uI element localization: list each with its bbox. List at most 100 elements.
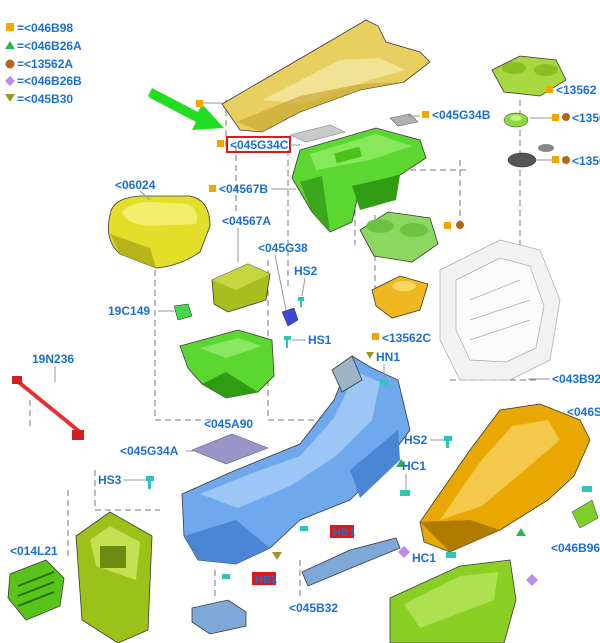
marker-triangle-icon	[516, 528, 526, 536]
cupholder-mat	[507, 144, 554, 168]
label-HS2-lower[interactable]: HS2	[404, 433, 428, 447]
rear-panel-014L21	[75, 511, 153, 643]
label-HS1[interactable]: HS1	[308, 333, 332, 347]
legend-item-046B26B: =<046B26B	[17, 74, 82, 88]
label-046S[interactable]: <046S	[567, 405, 600, 419]
screw-HS2-lower-icon	[444, 436, 452, 448]
label-043B92: <043B92	[552, 372, 600, 386]
label-046B96[interactable]: <046B96	[551, 541, 600, 555]
callout-04567B[interactable]: <04567B	[209, 182, 296, 196]
marker-triangle-down-icon	[272, 552, 282, 560]
marker-square-icon	[372, 333, 379, 340]
label-045G34C: <045G34C	[230, 138, 289, 152]
nut-HN1-icon	[380, 380, 388, 385]
label-HS2-upper[interactable]: HS2	[294, 264, 318, 278]
legend-item-046B98: =<046B98	[17, 21, 73, 35]
legend-triangle-down-icon	[5, 94, 15, 102]
callout-HB1-a[interactable]: HB1	[300, 525, 355, 539]
lower-panel-green	[389, 559, 517, 643]
legend-item-045B30: =<045B30	[17, 92, 73, 106]
label-04567B: <04567B	[219, 182, 268, 196]
label-HB1-b: HB1	[255, 574, 277, 586]
pad-045G34A	[191, 433, 269, 465]
clip-HC1-upper-icon	[400, 490, 410, 496]
screw-HS3-icon	[146, 476, 154, 489]
marker-triangle-down-icon	[366, 352, 374, 359]
callout-13562-top[interactable]: <13562	[546, 83, 597, 97]
pad-045G34B	[389, 113, 419, 127]
label-045G34B: <045G34B	[432, 108, 491, 122]
label-HN1[interactable]: HN1	[376, 350, 400, 364]
marker-diamond-icon	[526, 574, 538, 586]
callout-1356-mid[interactable]: <1356	[530, 111, 600, 125]
legend-square-icon	[6, 23, 14, 31]
marker-square-icon	[196, 100, 203, 107]
marker-diamond-icon	[398, 546, 410, 558]
marker-square-icon	[444, 222, 451, 229]
marker-square-icon	[546, 86, 553, 93]
label-13562C: <13562C	[382, 331, 431, 345]
label-1356-mid: <1356	[572, 111, 600, 125]
vent-014L21	[7, 559, 65, 621]
label-045G34A[interactable]: <045G34A	[120, 444, 179, 458]
marker-triangle-icon	[396, 459, 406, 467]
red-cable-19N236	[12, 376, 84, 440]
label-04567A[interactable]: <04567A	[222, 214, 271, 228]
pad-045G34C	[289, 124, 346, 143]
marker-circle-icon	[562, 156, 570, 164]
cover-046B96	[571, 499, 599, 529]
legend: =<046B98 =<046B26A =<13562A =<046B26B =<…	[5, 21, 82, 106]
bolt-HB1-icon	[222, 574, 230, 579]
callout-043B92[interactable]: <043B92	[528, 372, 600, 386]
screw-HS2-upper-icon	[298, 297, 304, 307]
storage-bin	[211, 263, 271, 313]
label-HC1-lower[interactable]: HC1	[412, 551, 436, 565]
clip-HC1-lower-icon	[446, 552, 456, 558]
clip-side-icon	[582, 486, 592, 492]
cupholder-ring	[503, 112, 529, 128]
marker-square-icon	[552, 156, 559, 163]
console-bracket-045A90	[179, 329, 275, 399]
cupholder-green	[359, 211, 439, 263]
callout-045G34C[interactable]: <045G34C	[217, 136, 300, 153]
mount-bracket-bottom	[191, 599, 247, 635]
label-19C149[interactable]: 19C149	[108, 304, 150, 318]
label-045A90[interactable]: <045A90	[204, 417, 253, 431]
label-06024[interactable]: <06024	[115, 178, 156, 192]
legend-circle-icon	[5, 59, 15, 69]
side-panel-046S	[419, 403, 591, 553]
hvac-housing-outline	[439, 239, 561, 381]
console-main-frame	[181, 355, 411, 565]
callout-1356-low[interactable]: <1356	[536, 154, 600, 168]
callout-13562C[interactable]: <13562C	[372, 331, 431, 345]
label-045B32[interactable]: <045B32	[289, 601, 338, 615]
center-trim-bezel	[221, 19, 431, 133]
label-HB1-a: HB1	[333, 527, 355, 539]
label-HC1-upper[interactable]: HC1	[402, 459, 426, 473]
highlight-box	[252, 572, 276, 585]
cupholder-insert-orange	[371, 275, 429, 319]
marker-square-icon	[209, 185, 216, 192]
legend-item-046B26A: =<046B26A	[17, 39, 82, 53]
connector-19C149	[173, 303, 193, 321]
bracket-045B32	[301, 537, 401, 587]
callout-HB1-b[interactable]: HB1	[222, 552, 282, 586]
clip-045G38	[281, 307, 299, 327]
label-19N236[interactable]: 19N236	[32, 352, 74, 366]
marker-circle-icon	[456, 221, 464, 229]
label-014L21[interactable]: <014L21	[10, 544, 58, 558]
green-pointer-arrow-icon	[148, 88, 224, 130]
bolt-HB1-icon	[300, 526, 308, 531]
callout-045G34B[interactable]: <045G34B	[408, 108, 491, 122]
label-HS3[interactable]: HS3	[98, 473, 122, 487]
marker-square-icon	[422, 111, 429, 118]
marker-square-icon	[217, 140, 224, 147]
label-045G38[interactable]: <045G38	[258, 241, 308, 255]
label-1356-low: <1356	[572, 154, 600, 168]
cupholder-top-right	[491, 55, 567, 97]
screw-HS1-icon	[284, 336, 291, 348]
highlight-box	[330, 525, 354, 538]
marker-square-icon	[552, 114, 559, 121]
